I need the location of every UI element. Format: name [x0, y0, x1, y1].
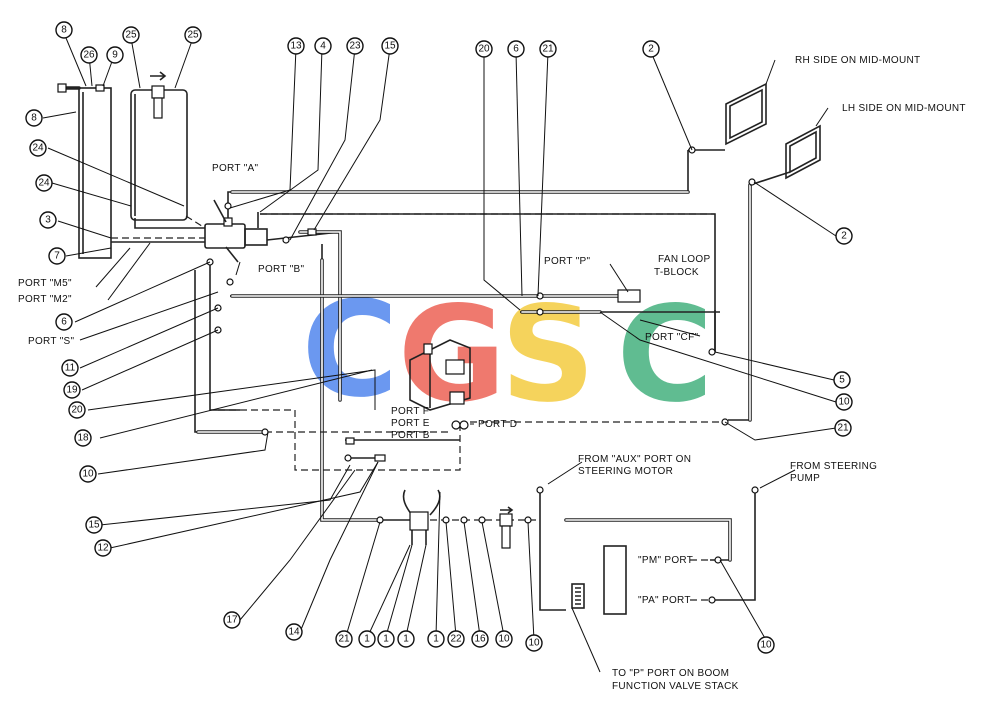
callout-25-a: 25	[125, 30, 137, 41]
label-port-m2: PORT "M2"	[18, 294, 72, 305]
label-port-s: PORT "S"	[28, 336, 75, 347]
callout-3: 3	[45, 215, 51, 226]
hose-lines	[111, 149, 791, 611]
callout-21-top: 21	[542, 44, 554, 55]
callout-24-a: 24	[32, 143, 44, 154]
label-to-p-2: FUNCTION VALVE STACK	[612, 681, 739, 692]
label-port-p-quoted: PORT "P"	[544, 256, 591, 267]
callout-16: 16	[474, 634, 486, 645]
callout-21-bottom: 21	[338, 634, 350, 645]
watermark-letter-g: G	[398, 278, 506, 432]
callout-23: 23	[349, 41, 361, 52]
label-from-aux-2: STEERING MOTOR	[578, 466, 673, 477]
filter-assembly	[130, 71, 188, 221]
callout-19: 19	[66, 385, 78, 396]
callout-20-top: 20	[478, 44, 490, 55]
callout-9: 9	[112, 50, 118, 61]
callout-10-right: 10	[838, 397, 850, 408]
callout-15-top: 15	[384, 41, 396, 52]
watermark-letter-c2: C	[617, 278, 714, 432]
callout-1-d: 1	[433, 634, 439, 645]
label-from-aux-1: FROM "AUX" PORT ON	[578, 454, 691, 465]
boom-valve-stack	[571, 583, 585, 609]
label-port-b: PORT B	[391, 430, 430, 441]
callout-15-left: 15	[88, 520, 100, 531]
label-from-steering-2: PUMP	[790, 473, 820, 484]
callout-12: 12	[97, 543, 109, 554]
callout-2-right: 2	[841, 231, 847, 242]
label-fan-loop-2: T-BLOCK	[654, 267, 699, 278]
callout-13: 13	[290, 41, 302, 52]
callout-5: 5	[839, 375, 845, 386]
callout-10-bottom-a: 10	[498, 634, 510, 645]
callout-6-left: 6	[61, 317, 67, 328]
lh-mid-mount-cooler	[785, 124, 821, 180]
label-rh-side: RH SIDE ON MID-MOUNT	[795, 55, 920, 66]
label-port-d: PORT D	[478, 419, 517, 430]
callout-17: 17	[226, 615, 238, 626]
main-pump-block	[204, 199, 268, 263]
callout-14: 14	[288, 627, 300, 638]
label-port-b-quoted: PORT "B"	[258, 264, 305, 275]
label-to-p-1: TO "P" PORT ON BOOM	[612, 668, 729, 679]
callout-25-b: 25	[187, 30, 199, 41]
callout-26: 26	[83, 50, 95, 61]
watermark: C G S C	[302, 273, 714, 432]
callout-10-left: 10	[82, 469, 94, 480]
callout-21-right: 21	[837, 423, 849, 434]
callout-2-top: 2	[648, 44, 654, 55]
callout-11: 11	[65, 363, 76, 374]
watermark-letter-c1: C	[302, 273, 399, 427]
callout-22: 22	[450, 634, 462, 645]
callout-bubbles: 8 26 9 25 25 8 24 24 3 7 6 11 19 20 18 1…	[25, 21, 853, 654]
label-pa-port: "PA" PORT	[638, 595, 691, 606]
label-port-e: PORT E	[391, 418, 430, 429]
rh-mid-mount-cooler	[725, 82, 767, 146]
label-port-f: PORT F	[391, 406, 429, 417]
watermark-letter-s: S	[500, 278, 595, 432]
callout-1-b: 1	[383, 634, 389, 645]
reservoir-tank	[57, 83, 112, 259]
callout-4: 4	[320, 41, 326, 52]
orifice-fitting	[499, 506, 514, 549]
callout-8-left: 8	[31, 113, 37, 124]
label-port-m5: PORT "M5"	[18, 278, 72, 289]
callout-8-top: 8	[61, 25, 67, 36]
text-labels: RH SIDE ON MID-MOUNT LH SIDE ON MID-MOUN…	[18, 55, 966, 692]
callout-10-bottom-right: 10	[760, 640, 772, 651]
callout-20-left: 20	[71, 405, 83, 416]
callout-6-top: 6	[513, 44, 519, 55]
label-fan-loop-1: FAN LOOP	[658, 254, 710, 265]
label-from-steering-1: FROM STEERING	[790, 461, 877, 472]
callout-1-a: 1	[364, 634, 370, 645]
label-lh-side: LH SIDE ON MID-MOUNT	[842, 103, 966, 114]
label-pm-port: "PM" PORT	[638, 555, 693, 566]
callout-10-bottom-b: 10	[528, 638, 540, 649]
steering-pump-box	[603, 545, 627, 615]
callout-7: 7	[54, 251, 60, 262]
label-port-a: PORT "A"	[212, 163, 259, 174]
label-port-cf: PORT "CF"	[645, 332, 698, 343]
leader-lines	[42, 37, 837, 673]
callout-24-b: 24	[38, 178, 50, 189]
control-valve	[409, 339, 471, 411]
callout-1-c: 1	[403, 634, 409, 645]
callout-18: 18	[77, 433, 89, 444]
